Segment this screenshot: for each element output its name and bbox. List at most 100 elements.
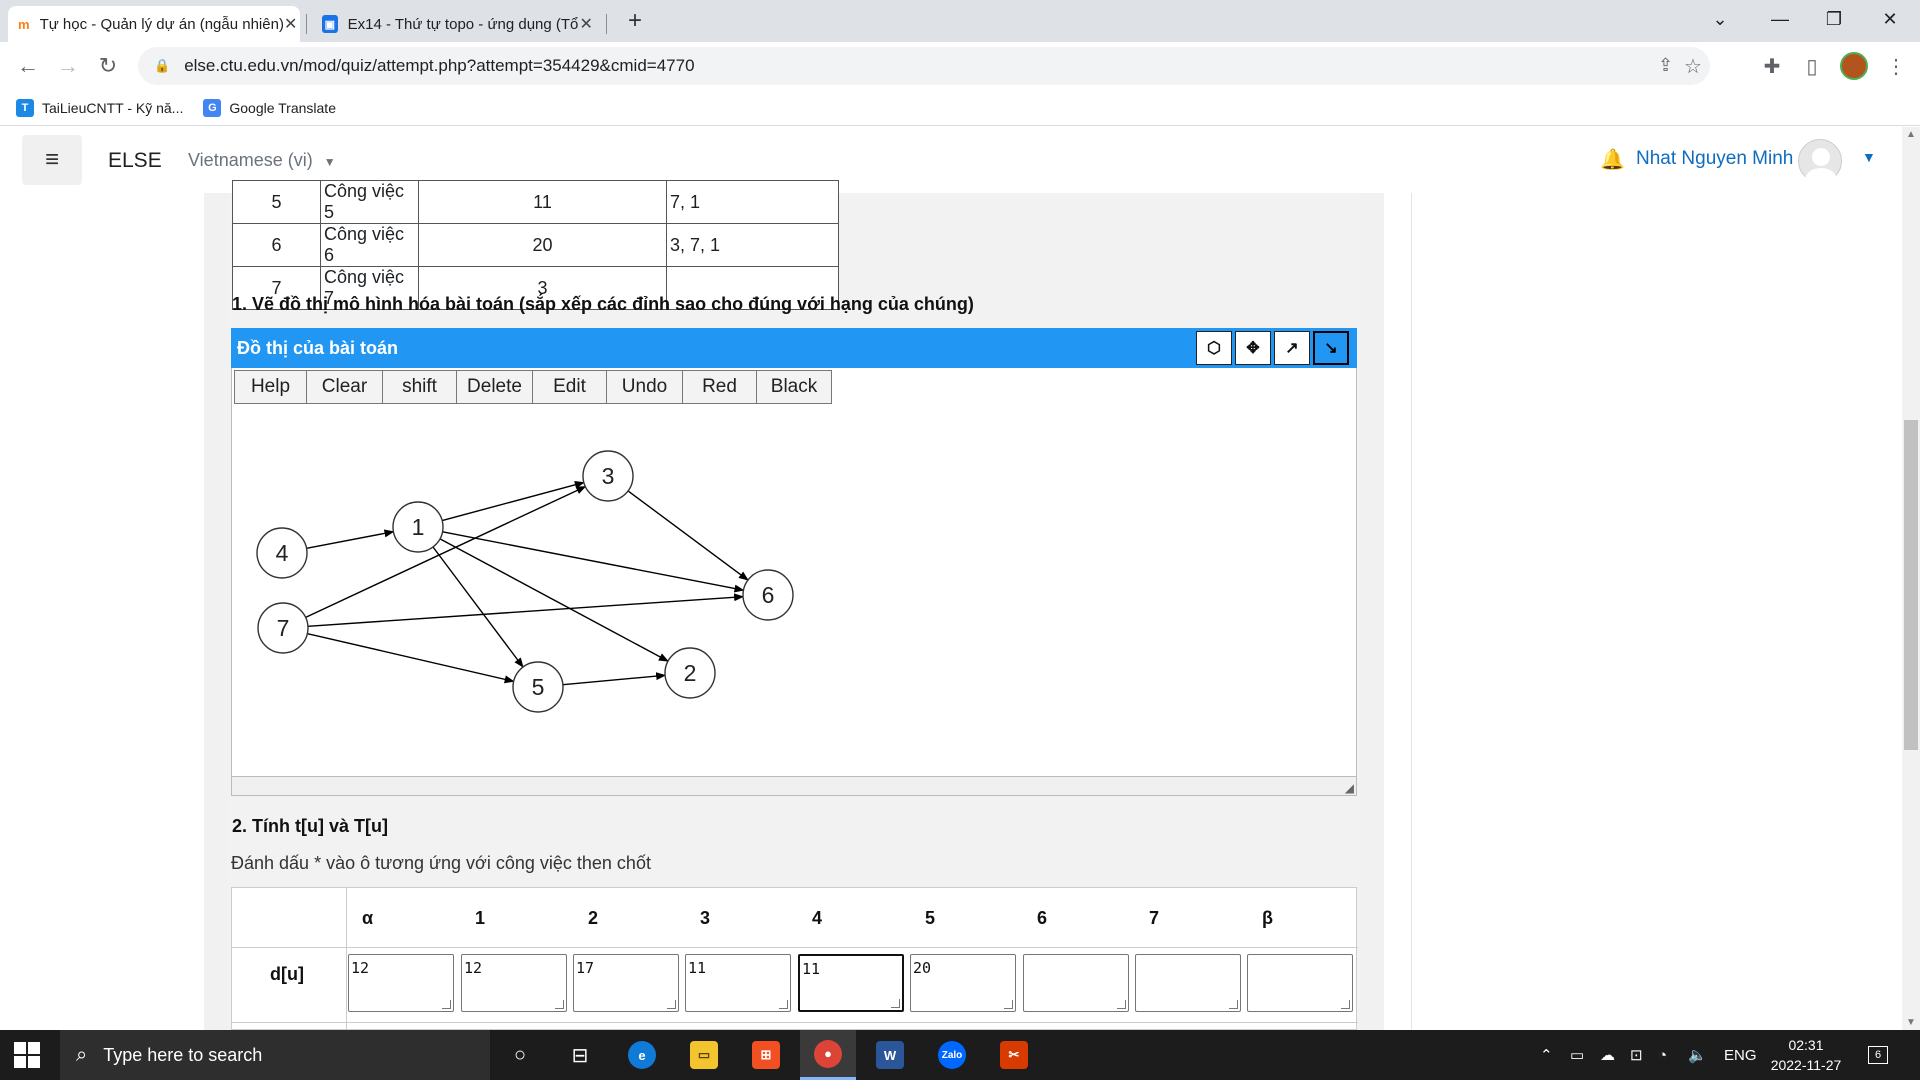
graph-node-label: 2 [684,660,697,686]
undo-button[interactable]: Undo [607,371,683,403]
graph-node-2[interactable]: 2 [664,647,716,699]
word-icon[interactable]: W [862,1030,918,1080]
edge-browser-icon[interactable]: e [614,1030,670,1080]
moodle-favicon-icon: m [18,16,30,32]
du-input-5[interactable]: 20 [910,954,1016,1012]
graph-node-circle [256,527,308,579]
close-window-icon[interactable]: ✕ [1882,8,1898,29]
du-input-6[interactable] [1023,954,1129,1012]
browser-tab-active[interactable]: m Tự học - Quản lý dự án (ngẫu nhiên) ✕ [8,6,300,42]
taskbar-search[interactable]: ⌕ Type here to search [60,1030,490,1080]
task-view-icon[interactable]: ○ [513,1043,527,1066]
widgets-icon[interactable]: ⊟ [571,1044,589,1067]
zalo-icon[interactable]: Zalo [924,1030,980,1080]
graph-canvas[interactable]: Help Clear shift Delete Edit Undo Red Bl… [231,368,1357,796]
side-panel-icon[interactable]: ▯ [1806,55,1818,78]
tab-search-icon[interactable]: ⌄ [1712,8,1728,29]
profile-avatar-icon[interactable] [1840,52,1868,80]
red-button[interactable]: Red [683,371,757,403]
graph-node-1[interactable]: 1 [392,501,444,553]
select-mode-icon[interactable]: ↘ [1313,331,1349,365]
input-language[interactable]: ENG [1724,1046,1757,1064]
volume-icon[interactable]: 🔈 [1688,1047,1707,1064]
forward-icon[interactable]: → [57,53,79,78]
scroll-down-icon[interactable]: ▼ [1906,1017,1916,1028]
user-name[interactable]: Nhat Nguyen Minh [1636,148,1794,169]
onedrive-icon[interactable]: ☁ [1600,1047,1615,1064]
bookmark-star-icon[interactable]: ☆ [1684,56,1702,78]
graph-node-3[interactable]: 3 [582,450,634,502]
tray-chevron-icon[interactable]: ⌃ [1540,1047,1553,1064]
new-tab-button[interactable]: + [627,7,642,34]
resize-handle-icon[interactable]: ◢ [1344,781,1354,795]
du-input-7[interactable] [1135,954,1241,1012]
close-tab-icon[interactable]: ✕ [579,16,593,33]
shift-button[interactable]: shift [383,371,457,403]
graph-edge-1-2[interactable] [439,538,669,662]
system-clock[interactable]: 02:31 2022-11-27 [1766,1035,1846,1075]
notification-center-icon[interactable]: 6 [1868,1030,1888,1080]
graph-node-label: 7 [277,615,290,641]
graph-node-4[interactable]: 4 [256,527,308,579]
network-status-icon[interactable]: ⊡ [1630,1047,1643,1064]
du-input-4[interactable]: 11 [798,954,904,1012]
graph-edge-1-3[interactable] [441,480,585,522]
du-input-1[interactable]: 12 [461,954,567,1012]
graph-edge-1-6[interactable] [442,531,745,593]
reload-icon[interactable]: ↻ [98,53,118,78]
microsoft-store-icon[interactable]: ⊞ [738,1030,794,1080]
scroll-up-icon[interactable]: ▲ [1906,129,1916,140]
drawer-toggle-button[interactable]: ≡ [22,135,82,185]
graph-edge-7-6[interactable] [307,593,745,628]
address-bar[interactable]: 🔒 else.ctu.edu.vn/mod/quiz/attempt.php?a… [138,47,1710,85]
du-input-beta[interactable] [1247,954,1353,1012]
extensions-icon[interactable]: ✚ [1763,55,1781,78]
graph-edge-1-5[interactable] [432,546,524,668]
graph-edge-3-6[interactable] [627,490,749,581]
chrome-icon[interactable]: ● [800,1030,856,1080]
snipping-tool-icon[interactable]: ✂ [986,1030,1042,1080]
language-menu[interactable]: Vietnamese (vi) ▼ [188,150,336,171]
du-input-3[interactable]: 11 [685,954,791,1012]
move-mode-icon[interactable]: ✥ [1235,331,1271,365]
clear-button[interactable]: Clear [307,371,383,403]
browser-menu-icon[interactable]: ⋮ [1886,55,1906,78]
user-menu-caret-icon[interactable]: ▼ [1862,149,1876,165]
column-header-beta: β [1262,908,1273,928]
edge-mode-icon[interactable]: ↗ [1274,331,1310,365]
bookmark-google-translate[interactable]: G Google Translate [203,98,336,117]
close-tab-icon[interactable]: ✕ [283,16,298,33]
back-icon[interactable]: ← [17,53,39,78]
restore-icon[interactable]: ❐ [1825,8,1843,29]
graph-edge-7-3[interactable] [305,485,587,619]
graph-node-6[interactable]: 6 [742,569,794,621]
user-avatar[interactable] [1798,139,1842,192]
battery-icon[interactable]: ▭ [1570,1047,1585,1064]
graph-node-circle [257,602,309,654]
minimize-icon[interactable]: — [1771,8,1789,29]
graph-edge-7-5[interactable] [307,632,515,684]
graph-edge-4-1[interactable] [306,529,395,549]
notification-bell-icon[interactable]: 🔔 [1600,149,1625,171]
graph-node-7[interactable]: 7 [257,602,309,654]
black-button[interactable]: Black [757,371,831,403]
du-input-alpha[interactable]: 12 [348,954,454,1012]
bookmark-tailieucntt[interactable]: T TaiLieuCNTT - Kỹ nă... [16,98,183,117]
site-brand[interactable]: ELSE [108,149,162,172]
graph-node-5[interactable]: 5 [512,661,564,713]
browser-toolbar: ← → ↻ 🔒 else.ctu.edu.vn/mod/quiz/attempt… [0,42,1920,90]
node-mode-icon[interactable]: ⬡ [1196,331,1232,365]
du-input-2[interactable]: 17 [573,954,679,1012]
scrollbar-thumb[interactable] [1904,420,1918,750]
wifi-icon[interactable]: ◔ [1658,1046,1668,1064]
delete-button[interactable]: Delete [457,371,533,403]
windows-start-icon[interactable] [14,1042,40,1068]
share-icon[interactable]: ⇪ [1658,55,1674,75]
edit-button[interactable]: Edit [533,371,607,403]
file-explorer-icon[interactable]: ▭ [676,1030,732,1080]
graph-edges [305,480,749,686]
help-button[interactable]: Help [235,371,307,403]
graph-svg[interactable]: 1 2 3 4 5 6 7 [232,368,1356,774]
graph-edge-5-2[interactable] [562,672,667,686]
browser-tab[interactable]: ▣ Ex14 - Thứ tự topo - ứng dụng (Tổ ✕ [312,6,604,42]
